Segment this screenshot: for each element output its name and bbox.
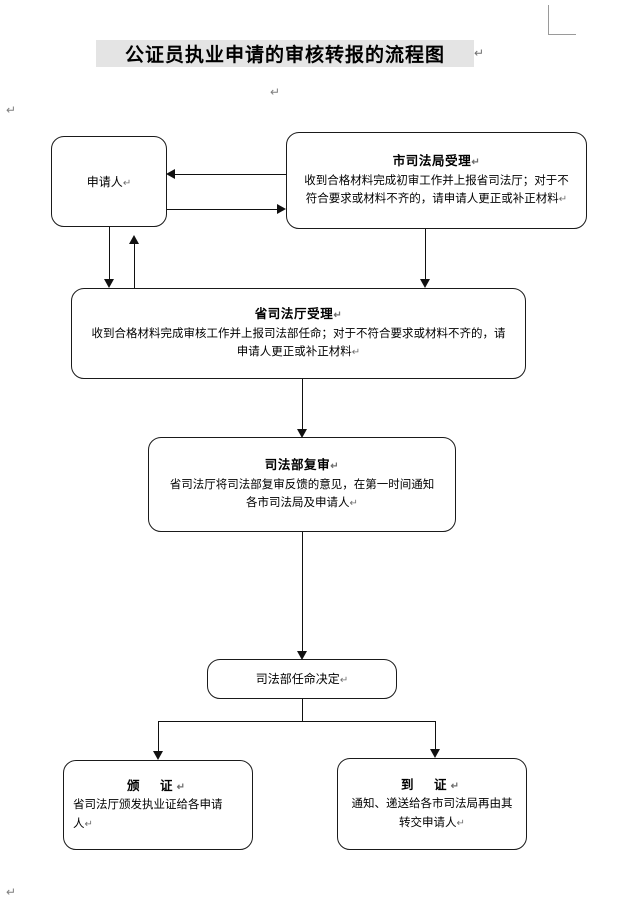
paragraph-mark: ↵ <box>6 885 17 899</box>
connector-province-to-applicant-line <box>134 244 135 288</box>
node-appointment-decision[interactable]: 司法部任命决定↵ <box>207 659 397 699</box>
node-deliver-certificate-body-line-1: 通知、递送给各市司法局再由其 <box>351 798 513 811</box>
connector-province-to-ministry-arrow <box>297 429 307 438</box>
node-applicant[interactable]: 申请人↵ <box>51 136 167 227</box>
connector-applicant-to-province-line <box>109 227 110 279</box>
connector-applicant-to-city-line <box>167 209 277 210</box>
return-mark: ↵ <box>349 498 358 510</box>
connector-ministry-to-decision-arrow <box>297 651 307 660</box>
node-province-dept-body-line-2: 申请人更正或补正材料↵ <box>236 346 361 359</box>
node-ministry-review-body-line-1: 省司法厅将司法部复审反馈的意见，在第一时间通知 <box>169 478 435 491</box>
return-mark: ↵ <box>339 675 349 686</box>
return-mark: ↵ <box>330 461 340 473</box>
node-deliver-certificate-title: 到 证↵ <box>401 777 463 792</box>
node-deliver-certificate-body-line-2: 转交申请人↵ <box>399 816 465 829</box>
connector-decision-to-issue-line <box>158 721 159 751</box>
connector-province-to-applicant-arrow <box>129 235 139 244</box>
connector-applicant-to-province-arrow <box>104 279 114 288</box>
node-city-bureau-body-line-2: 符合要求或材料不齐的，请申请人更正或补正材料↵ <box>305 193 568 206</box>
connector-applicant-to-city-arrow <box>277 204 286 214</box>
connector-ministry-to-decision-line <box>302 532 303 651</box>
node-city-bureau[interactable]: 市司法局受理↵ 收到合格材料完成初审工作并上报省司法厅；对于不 符合要求或材料不… <box>286 132 587 229</box>
node-province-dept-body-line-1: 收到合格材料完成审核工作并上报司法部任命；对于不符合要求或材料不齐的，请 <box>91 327 506 340</box>
return-mark: ↵ <box>351 347 361 359</box>
crop-mark-icon <box>548 5 576 35</box>
node-issue-certificate-body-line-1: 省司法厅颁发执业证给各申请 <box>73 799 223 812</box>
title-return-mark: ↵ <box>474 46 485 60</box>
node-ministry-review-body-line-2: 各市司法局及申请人↵ <box>246 497 358 510</box>
connector-province-to-ministry-line <box>302 379 303 429</box>
node-city-bureau-body-line-1: 收到合格材料完成初审工作并上报省司法厅；对于不 <box>304 174 569 187</box>
return-mark: ↵ <box>333 310 343 322</box>
node-ministry-review-title: 司法部复审↵ <box>264 458 340 473</box>
paragraph-mark: ↵ <box>270 85 281 99</box>
connector-city-to-province-arrow <box>420 279 430 288</box>
node-province-dept[interactable]: 省司法厅受理↵ 收到合格材料完成审核工作并上报司法部任命；对于不符合要求或材料不… <box>71 288 526 379</box>
connector-decision-to-deliver-arrow <box>430 749 440 758</box>
page-title: 公证员执业申请的审核转报的流程图 <box>96 40 474 67</box>
node-applicant-label: 申请人↵ <box>86 174 132 189</box>
connector-city-to-applicant-arrow <box>166 169 175 179</box>
return-mark: ↵ <box>456 817 465 829</box>
connector-decision-stem <box>302 699 303 721</box>
return-mark: ↵ <box>471 157 481 169</box>
node-province-dept-title: 省司法厅受理↵ <box>254 307 343 322</box>
connector-decision-to-deliver-line <box>435 721 436 749</box>
return-mark: ↵ <box>176 781 189 793</box>
page-title-text: 公证员执业申请的审核转报的流程图 <box>124 45 445 66</box>
node-issue-certificate-title: 颁 证↵ <box>127 778 189 793</box>
node-issue-certificate[interactable]: 颁 证↵ 省司法厅颁发执业证给各申请 人↵ <box>63 760 253 850</box>
return-mark: ↵ <box>558 194 568 206</box>
paragraph-mark: ↵ <box>6 103 17 117</box>
connector-decision-to-issue-arrow <box>153 751 163 760</box>
node-deliver-certificate[interactable]: 到 证↵ 通知、递送给各市司法局再由其 转交申请人↵ <box>337 758 527 850</box>
node-ministry-review[interactable]: 司法部复审↵ 省司法厅将司法部复审反馈的意见，在第一时间通知 各市司法局及申请人… <box>148 437 456 532</box>
connector-city-to-applicant-line <box>174 174 286 175</box>
return-mark: ↵ <box>450 780 463 792</box>
return-mark: ↵ <box>122 177 132 189</box>
node-city-bureau-title: 市司法局受理↵ <box>392 154 481 169</box>
node-appointment-decision-label: 司法部任命决定↵ <box>255 672 349 686</box>
connector-city-to-province-line <box>425 229 426 279</box>
node-issue-certificate-body-line-2: 人↵ <box>73 817 93 830</box>
connector-decision-bus <box>158 721 436 722</box>
return-mark: ↵ <box>84 818 93 830</box>
